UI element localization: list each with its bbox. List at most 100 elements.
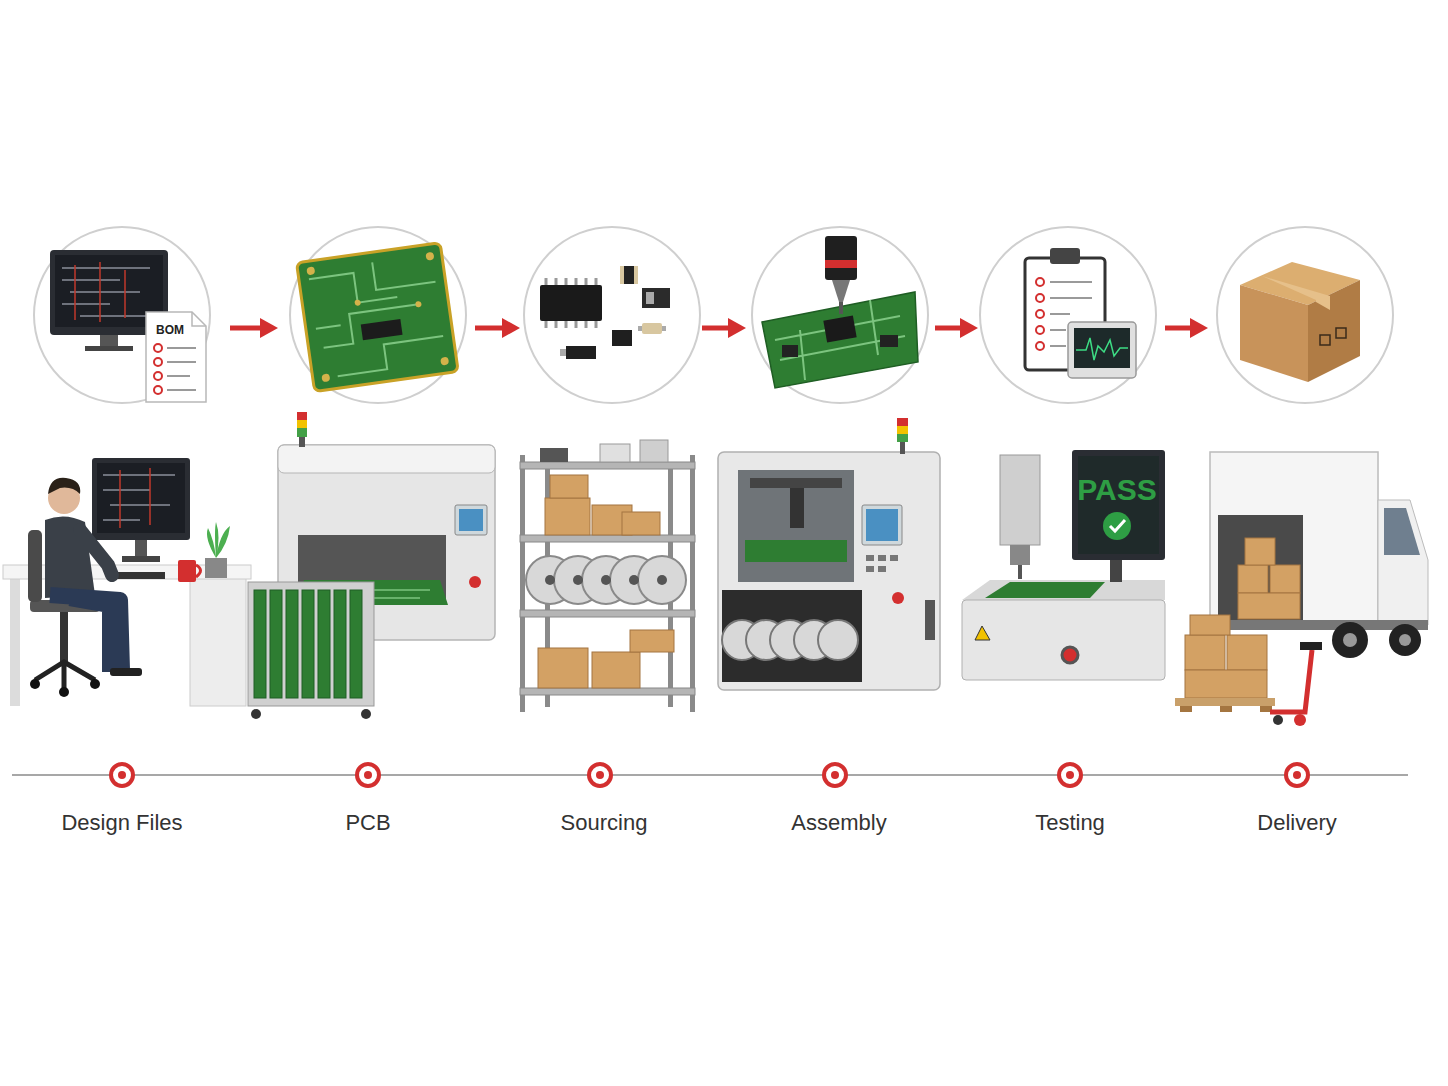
stage-circle-part: [1217, 227, 1393, 403]
screen-status-wrap: PASS: [1077, 473, 1156, 507]
document-title-wrap: BOM: [156, 323, 184, 337]
stage-label-wrap: Design Files: [61, 810, 182, 836]
stage-circle-part: [290, 227, 466, 403]
document-title: BOM: [156, 323, 184, 337]
components-icon-part: [642, 288, 670, 308]
pick-and-place-machine-part: [897, 434, 908, 442]
component-shelf-part: [550, 475, 588, 498]
timeline-part: [118, 771, 126, 779]
components-icon-part: [646, 292, 654, 304]
designer-desk-illustration-part: [50, 595, 122, 672]
placement-nozzle-icon-part: [823, 316, 856, 343]
delivery-truck-part: [1294, 714, 1306, 726]
flow-arrow-part: [475, 326, 504, 331]
pcb-icon-part: [354, 299, 361, 306]
components-icon-part: [566, 346, 596, 359]
designer-desk-illustration-part: [196, 565, 201, 577]
stage-label-wrap: Sourcing: [561, 810, 648, 836]
pcb-icon: [297, 243, 459, 392]
designer-desk-illustration-part: [28, 530, 42, 602]
delivery-truck-part: [1270, 650, 1312, 712]
shipping-box-icon-part: [1240, 285, 1308, 382]
delivery-truck-part: [1332, 622, 1368, 658]
component-shelf-part: [573, 575, 583, 585]
pcb-icon-part: [306, 250, 449, 383]
test-checklist-icon-part: [1036, 342, 1044, 350]
designer-desk-illustration-part: [60, 612, 68, 662]
designer-desk-illustration: [3, 458, 251, 706]
delivery-truck-part: [1270, 565, 1300, 593]
bom-document-icon-part: [167, 348, 196, 390]
stage-label: Sourcing: [561, 810, 648, 835]
components-icon-part: [642, 323, 662, 334]
pcb-fabrication-machine-part: [297, 428, 307, 437]
bom-document-icon-part: [154, 386, 162, 394]
delivery-truck-part: [1378, 500, 1428, 625]
pcb-fabrication-machine-part: [469, 576, 481, 588]
pick-and-place-machine-part: [900, 442, 905, 454]
shipping-box-icon-part: [1262, 276, 1330, 310]
component-shelf-part: [657, 575, 667, 585]
pcb-fabrication-machine-part: [299, 437, 305, 447]
pick-and-place-machine-part: [862, 505, 902, 545]
pick-and-place-machine-part: [722, 590, 862, 682]
pick-and-place-machine-part: [745, 540, 847, 562]
pick-and-place-machine-part: [750, 478, 842, 488]
pick-and-place-machine-part: [866, 555, 898, 572]
flow-arrow-part: [230, 326, 262, 331]
delivery-truck-part: [1210, 452, 1378, 622]
components-icon-part: [638, 326, 642, 331]
components-icon-part: [560, 349, 566, 356]
component-shelf-part: [520, 455, 695, 712]
flow-arrow-part: [1190, 318, 1208, 338]
test-checklist-icon-part: [1036, 278, 1044, 286]
test-checklist-icon-part: [1050, 248, 1080, 264]
test-station-part: [1000, 455, 1040, 545]
shipping-box-icon-part: [1320, 335, 1330, 345]
pick-and-place-machine-part: [790, 488, 804, 528]
designer-desk-illustration-part: [80, 530, 112, 575]
bom-document-icon-part: [154, 372, 162, 380]
timeline-part: [596, 771, 604, 779]
designer-desk-illustration-part: [90, 679, 100, 689]
test-station-part: [1072, 450, 1165, 560]
designer-desk-illustration-part: [10, 578, 20, 706]
delivery-truck-part: [1238, 538, 1300, 619]
component-shelf-part: [520, 455, 525, 712]
designer-desk-illustration-part: [178, 560, 196, 582]
pcb-icon-part: [425, 252, 434, 261]
pick-and-place-machine-part: [866, 566, 874, 572]
delivery-truck-part: [1180, 706, 1192, 712]
placement-nozzle-icon-part: [832, 280, 850, 302]
timeline-part: [589, 764, 611, 786]
pcb-icon-part: [440, 357, 449, 366]
timeline-part: [118, 771, 1301, 779]
cad-monitor-icon-part: [75, 262, 125, 322]
components-icon-part: [620, 266, 624, 284]
timeline-part: [1059, 764, 1081, 786]
pick-and-place-machine-part: [897, 418, 908, 426]
pcb-fabrication-machine-part: [278, 445, 495, 473]
component-shelf-part: [520, 535, 695, 542]
flow-arrow-part: [960, 318, 978, 338]
test-checklist-icon-part: [1036, 326, 1044, 334]
bom-document-icon-part: [154, 358, 162, 366]
test-station-part: [962, 600, 1165, 680]
pcb-fabrication-machine-part: [455, 505, 487, 535]
placement-nozzle-icon: [762, 236, 918, 388]
components-icon-part: [540, 285, 602, 321]
designer-desk-illustration-part: [92, 458, 190, 540]
pcb-fabrication-machine-part: [302, 590, 314, 698]
pcb-fabrication-machine-part: [361, 709, 371, 719]
designer-desk-illustration-part: [48, 478, 80, 494]
pick-and-place-machine-part: [722, 620, 858, 660]
delivery-truck-part: [1399, 634, 1411, 646]
delivery-truck-part: [1389, 624, 1421, 656]
timeline-part: [364, 771, 372, 779]
test-checklist-icon-part: [1068, 322, 1136, 378]
bom-document-icon-part: [154, 344, 162, 394]
bom-document-icon-part: [146, 312, 206, 402]
